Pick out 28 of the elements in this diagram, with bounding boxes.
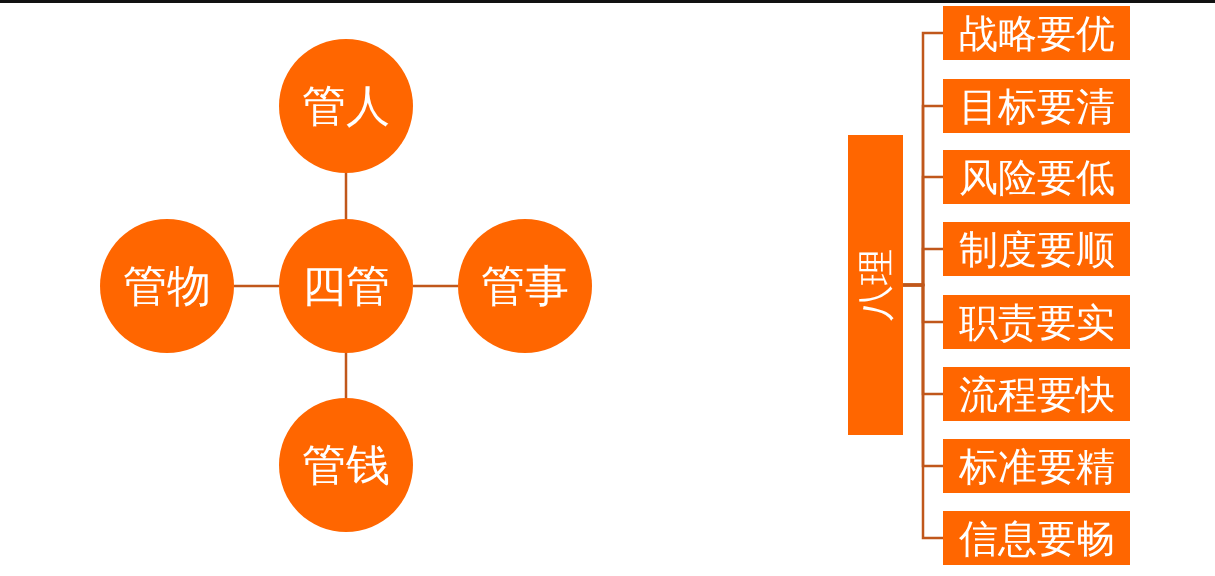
item-label: 战略要优 xyxy=(958,13,1115,53)
connector-line xyxy=(413,284,458,288)
item-box xyxy=(943,79,1130,133)
item-box xyxy=(943,367,1130,421)
circle-label: 管钱 xyxy=(302,443,390,487)
item-box xyxy=(943,295,1130,349)
item-label: 风险要低 xyxy=(958,157,1115,197)
circle-label: 四管 xyxy=(302,264,390,308)
connector-line xyxy=(234,284,279,288)
item-label: 信息要畅 xyxy=(958,518,1115,558)
item-label: 目标要清 xyxy=(958,86,1115,126)
bar-label: 八理 xyxy=(857,249,894,321)
circle-label: 管人 xyxy=(302,84,390,128)
circle-label: 管事 xyxy=(481,264,569,308)
item-box xyxy=(943,222,1130,276)
item-box xyxy=(943,6,1130,60)
connector-line xyxy=(903,283,943,540)
heading-bar xyxy=(848,135,903,435)
item-label: 流程要快 xyxy=(958,374,1115,414)
connector-line xyxy=(344,173,348,219)
item-label: 制度要顺 xyxy=(958,229,1115,269)
item-box xyxy=(943,439,1130,493)
item-label: 标准要精 xyxy=(958,446,1115,486)
item-box xyxy=(943,511,1130,565)
circle-label: 管物 xyxy=(123,264,211,308)
item-box xyxy=(943,150,1130,204)
connector-line xyxy=(344,353,348,398)
item-label: 职责要实 xyxy=(958,302,1115,342)
